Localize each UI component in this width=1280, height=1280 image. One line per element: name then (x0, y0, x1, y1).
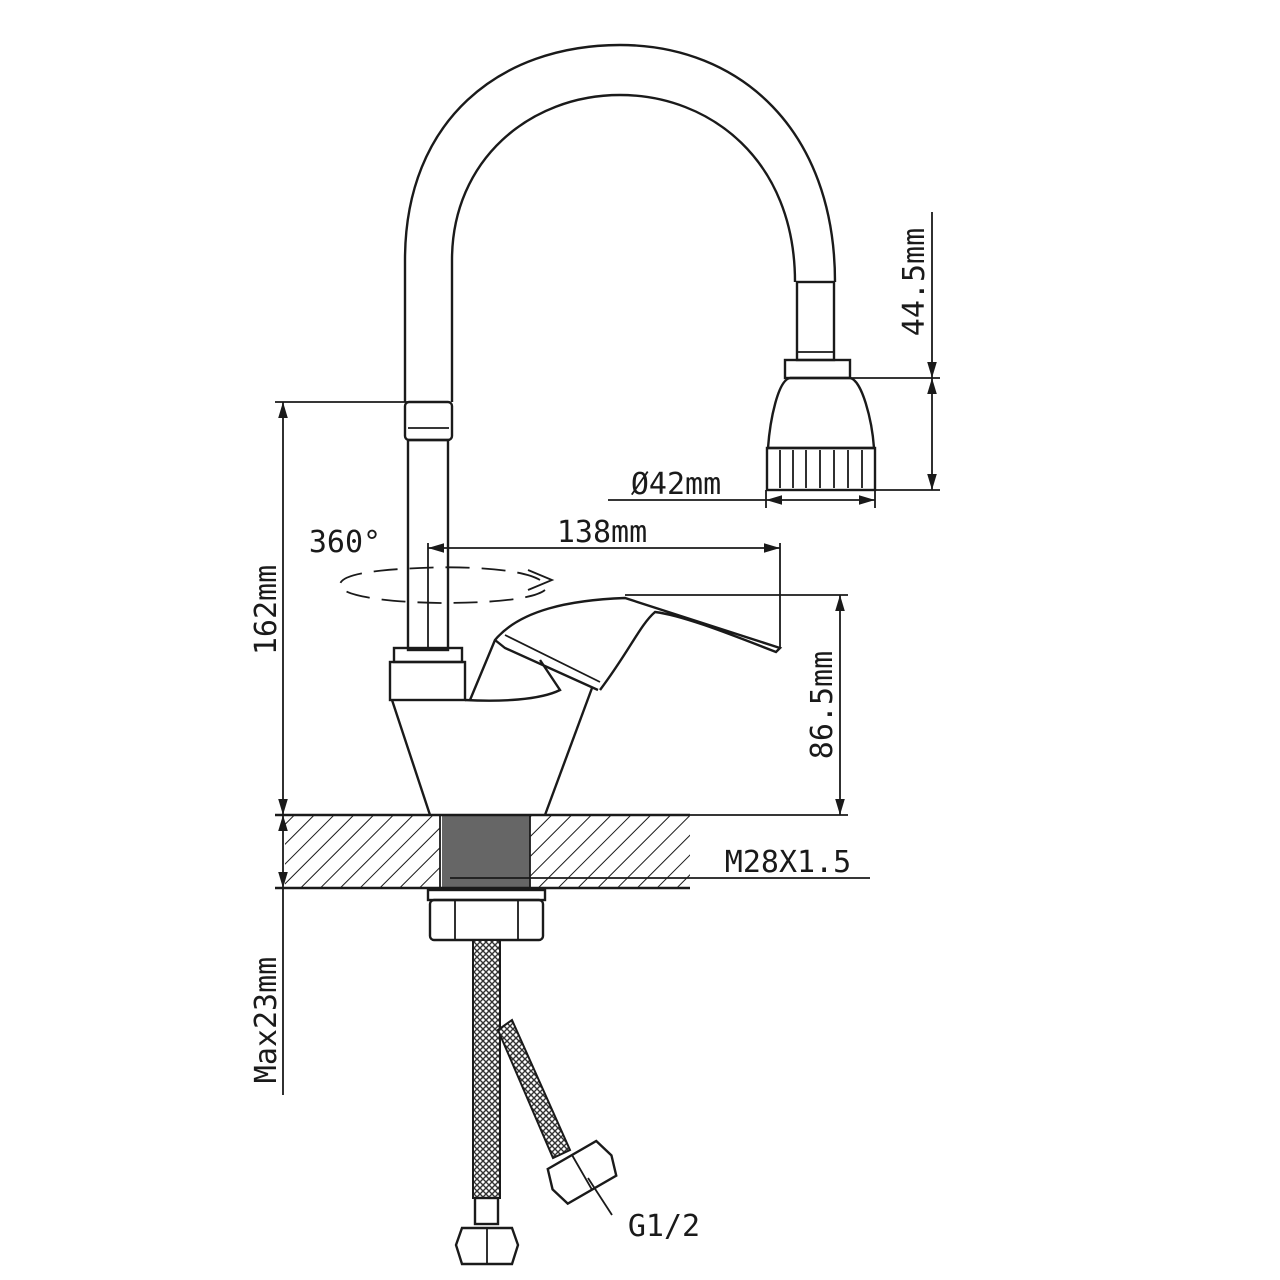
aerator-head (765, 280, 877, 492)
handle-lever (468, 596, 783, 701)
supply-hoses (454, 939, 618, 1266)
dimension-lines (275, 212, 940, 1216)
rotation-label: 360° (309, 525, 381, 560)
spout-height-label: 162mm (249, 565, 284, 655)
spout (403, 43, 837, 652)
countertop (275, 813, 690, 890)
hose-connector-label: G1/2 (628, 1209, 700, 1244)
rotation-indicator (339, 566, 555, 604)
mounting-nut (426, 888, 547, 942)
body-height-label: 86.5mm (805, 651, 840, 759)
mount-thread-label: M28X1.5 (725, 845, 851, 880)
max-counter-thickness-label: Max23mm (249, 957, 284, 1083)
aerator-diameter-label: Ø42mm (631, 467, 721, 502)
aerator-height-label: 44.5mm (897, 228, 932, 336)
spout-reach-label: 138mm (557, 515, 647, 550)
